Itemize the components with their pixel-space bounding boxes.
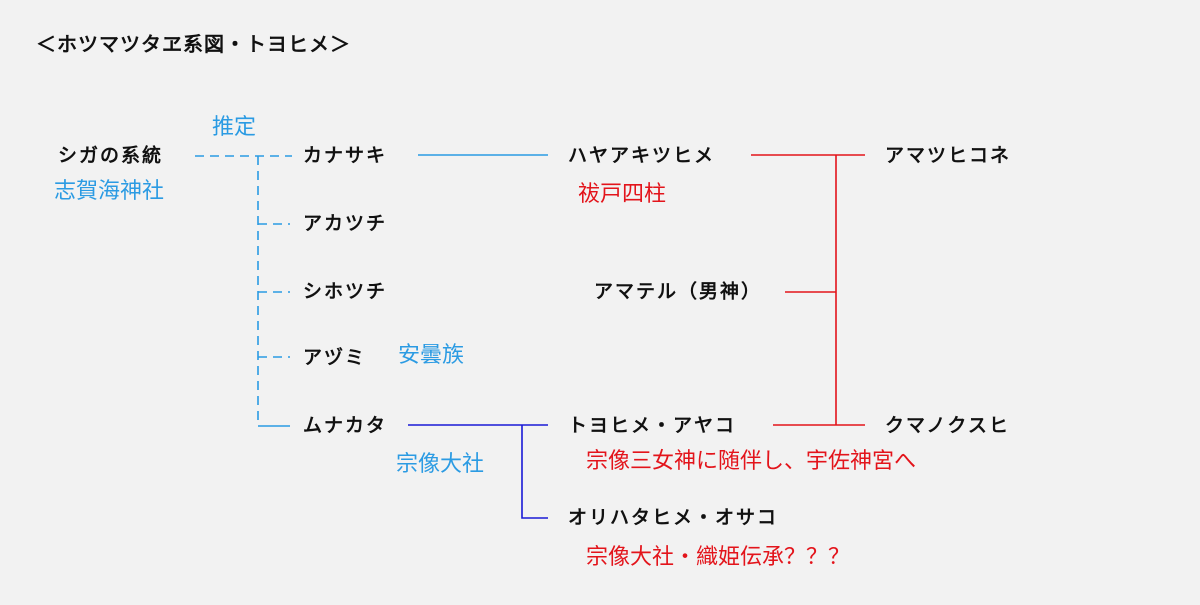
node-hayaakitsuhime: ハヤアキツヒメ [568,144,716,167]
node-amateru: アマテル（男神） [594,280,763,303]
orihata-link [521,425,548,519]
note-toyohime: 宗像三女神に随伴し、宇佐神宮へ [586,449,917,474]
node-shihotsuchi: シホツチ [303,280,388,303]
node-akatsuchi: アカツチ [303,212,388,235]
munakata-branch-lines [408,424,548,519]
node-kanasaki: カナサキ [303,144,388,167]
note-shikaumi-shrine: 志賀海神社 [54,179,165,204]
note-haraedo: 祓戸四柱 [578,182,667,207]
note-azumi-clan: 安曇族 [398,343,465,368]
shiga-branch-lines [195,155,292,427]
note-munakata-taisha: 宗像大社 [396,452,485,477]
amateru-branch-lines [751,154,865,426]
node-munakata: ムナカタ [303,414,388,437]
node-kumanokusuhi: クマノクスヒ [885,414,1010,437]
node-shiga: シガの系統 [58,144,164,167]
node-orihatahime: オリハタヒメ・オサコ [568,506,779,529]
note-orihata: 宗像大社・織姫伝承？？？ [586,545,851,570]
note-suitei: 推定 [212,115,257,140]
node-amatsuhikone: アマツヒコネ [885,144,1012,167]
node-toyohime: トヨヒメ・アヤコ [568,414,737,437]
node-azumi: アヅミ [303,346,367,369]
diagram-title: ＜ホツマツタヱ系図・トヨヒメ＞ [36,32,351,56]
